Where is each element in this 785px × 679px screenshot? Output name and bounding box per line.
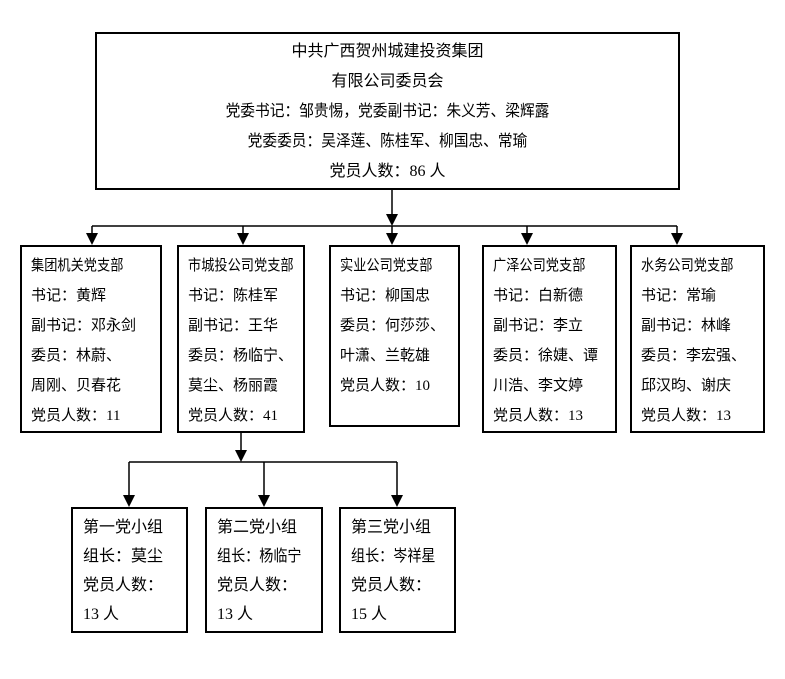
group-node-3: 第三党小组 组长：岑祥星 党员人数： 15 人 [339, 507, 456, 633]
branch-deputy-secretary: 副书记：邓永剑 [31, 318, 137, 334]
group-title: 第二党小组 [217, 519, 298, 536]
branch-secretary: 书记：柳国忠 [340, 288, 431, 304]
group-member-count-value: 15 人 [351, 606, 388, 623]
branch-members-line-2: 叶潇、兰乾雄 [340, 348, 431, 364]
branch-members-line-1: 委员：何莎莎、 [340, 318, 446, 334]
branch-members-line-2: 周刚、贝春花 [31, 378, 122, 394]
branch-title: 集团机关党支部 [31, 258, 124, 274]
branch-node-shuiwu: 水务公司党支部 书记：常瑜 副书记：林峰 委员：李宏强、 邱汉昀、谢庆 党员人数… [630, 245, 765, 433]
committee-title-line-1: 中共广西贺州城建投资集团 [291, 43, 484, 60]
branch-secretary: 书记：陈桂军 [188, 288, 279, 304]
branch-members-line-2: 邱汉昀、谢庆 [641, 378, 732, 394]
branch-secretary: 书记：黄辉 [31, 288, 107, 304]
committee-members: 党委委员：吴泽莲、陈桂军、柳国忠、常瑜 [247, 133, 528, 150]
branch-deputy-secretary: 副书记：王华 [188, 318, 279, 334]
group-node-2: 第二党小组 组长：杨临宁 党员人数： 13 人 [205, 507, 323, 633]
branch-secretary: 书记：常瑜 [641, 288, 717, 304]
branch-title: 实业公司党支部 [340, 258, 433, 274]
branch-member-count: 党员人数：10 [340, 378, 431, 394]
branch-members-line-1: 委员：李宏强、 [641, 348, 747, 364]
group-title: 第一党小组 [83, 519, 164, 536]
branch-title: 市城投公司党支部 [188, 258, 294, 274]
branch-members-line-1: 委员：杨临宁、 [188, 348, 294, 364]
committee-member-count: 党员人数：86 人 [329, 163, 446, 180]
group-member-count-label: 党员人数： [351, 577, 432, 594]
branch-node-chengtou: 市城投公司党支部 书记：陈桂军 副书记：王华 委员：杨临宁、 莫尘、杨丽霞 党员… [177, 245, 305, 433]
group-leader: 组长：岑祥星 [351, 548, 436, 565]
group-member-count-label: 党员人数： [217, 577, 298, 594]
branch-members-line-2: 川浩、李文婷 [493, 378, 584, 394]
arrowheads [86, 214, 683, 507]
branch-title: 广泽公司党支部 [493, 258, 586, 274]
branch-member-count: 党员人数：13 [641, 408, 732, 424]
branch-title: 水务公司党支部 [641, 258, 734, 274]
branch-member-count: 党员人数：41 [188, 408, 279, 424]
node-party-committee: 中共广西贺州城建投资集团 有限公司委员会 党委书记：邹贵惕，党委副书记：朱义芳、… [95, 32, 680, 190]
branch-node-guangze: 广泽公司党支部 书记：白新德 副书记：李立 委员：徐婕、谭 川浩、李文婷 党员人… [482, 245, 617, 433]
branch-node-shiye: 实业公司党支部 书记：柳国忠 委员：何莎莎、 叶潇、兰乾雄 党员人数：10 [329, 245, 460, 427]
branch-deputy-secretary: 副书记：林峰 [641, 318, 732, 334]
group-title: 第三党小组 [351, 519, 432, 536]
group-member-count-value: 13 人 [83, 606, 120, 623]
branch-deputy-secretary: 副书记：李立 [493, 318, 584, 334]
committee-secretaries: 党委书记：邹贵惕，党委副书记：朱义芳、梁辉露 [225, 103, 550, 120]
committee-title-line-2: 有限公司委员会 [331, 73, 444, 90]
branch-member-count: 党员人数：13 [493, 408, 584, 424]
group-leader: 组长：莫尘 [83, 548, 164, 565]
branch-members-line-2: 莫尘、杨丽霞 [188, 378, 279, 394]
group-leader: 组长：杨临宁 [217, 548, 302, 565]
branch-secretary: 书记：白新德 [493, 288, 584, 304]
group-node-1: 第一党小组 组长：莫尘 党员人数： 13 人 [71, 507, 188, 633]
group-member-count-label: 党员人数： [83, 577, 164, 594]
group-member-count-value: 13 人 [217, 606, 254, 623]
branch-node-group-office: 集团机关党支部 书记：黄辉 副书记：邓永剑 委员：林蔚、 周刚、贝春花 党员人数… [20, 245, 162, 433]
branch-members-line-1: 委员：林蔚、 [31, 348, 122, 364]
branch-member-count: 党员人数：11 [31, 408, 121, 424]
branch-members-line-1: 委员：徐婕、谭 [493, 348, 599, 364]
